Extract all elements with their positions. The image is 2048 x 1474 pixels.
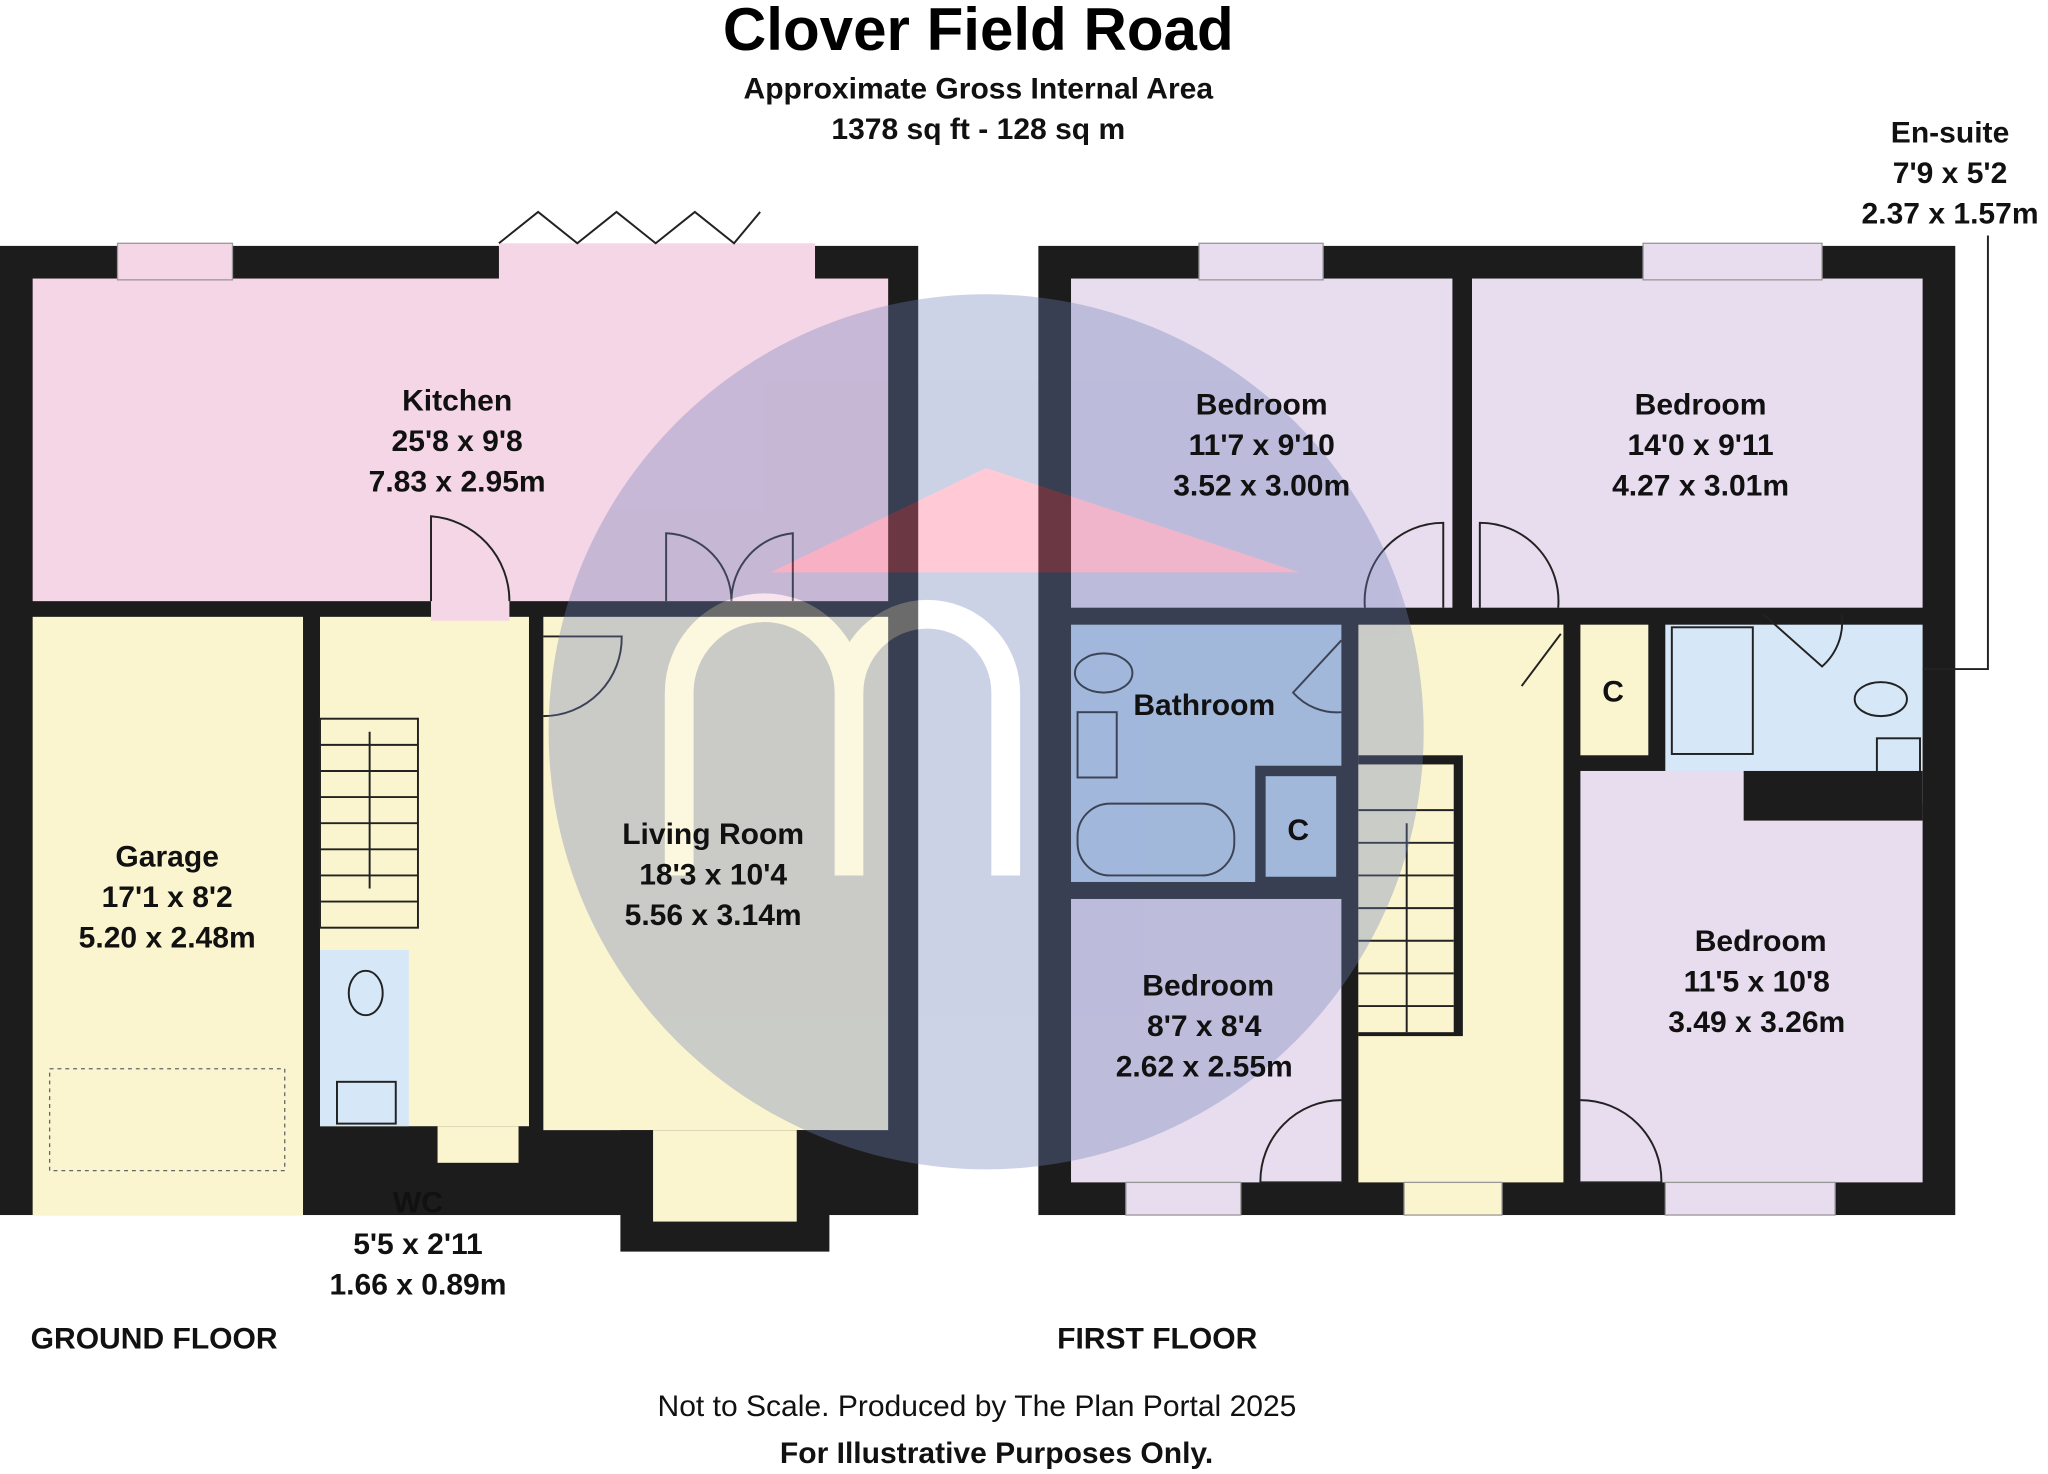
svg-text:En-suite: En-suite (1891, 117, 2009, 150)
toilet-icon (1073, 652, 1134, 694)
footer-note: Not to Scale. Produced by The Plan Porta… (658, 1390, 1297, 1423)
sink-icon (336, 1080, 397, 1125)
svg-text:Bedroom: Bedroom (1635, 388, 1767, 421)
garage-area (32, 616, 304, 1216)
svg-text:Bedroom: Bedroom (1196, 388, 1328, 421)
svg-text:18'3 x 10'4: 18'3 x 10'4 (639, 859, 787, 892)
svg-text:14'0 x 9'11: 14'0 x 9'11 (1627, 429, 1773, 462)
room-label-bedroom-4: Bedroom 11'5 x 10'8 3.49 x 3.26m (1668, 925, 1845, 1039)
hall-entrance (437, 1126, 519, 1163)
svg-text:3.52 x 3.00m: 3.52 x 3.00m (1173, 469, 1350, 502)
svg-text:25'8 x 9'8: 25'8 x 9'8 (392, 425, 523, 458)
svg-text:Garage: Garage (115, 840, 218, 873)
door-icon (430, 515, 511, 602)
room-label-garage: Garage 17'1 x 8'2 5.20 x 2.48m (79, 840, 256, 954)
ground-floor (0, 210, 919, 1252)
svg-text:4.27 x 3.01m: 4.27 x 3.01m (1612, 469, 1789, 502)
svg-text:2.62 x 2.55m: 2.62 x 2.55m (1116, 1051, 1293, 1084)
stairs-icon (1358, 755, 1463, 1037)
svg-text:2.37 x 1.57m: 2.37 x 1.57m (1862, 198, 2039, 231)
svg-text:11'5 x 10'8: 11'5 x 10'8 (1684, 966, 1830, 999)
shower-icon (1670, 626, 1754, 755)
svg-text:3.49 x 3.26m: 3.49 x 3.26m (1668, 1006, 1845, 1039)
bedroom-1-area (1071, 278, 1453, 608)
window (1198, 242, 1324, 281)
bifold-door (498, 243, 816, 280)
plan-title: Clover Field Road (723, 0, 1234, 63)
toilet-icon (347, 969, 384, 1017)
svg-text:11'7 x 9'10: 11'7 x 9'10 (1189, 429, 1335, 462)
svg-text:5.56 x 3.14m: 5.56 x 3.14m (625, 899, 802, 932)
svg-text:1.66 x 0.89m: 1.66 x 0.89m (329, 1269, 506, 1302)
double-door-icon (665, 532, 794, 602)
door-gap (431, 594, 510, 621)
svg-text:7'9 x 5'2: 7'9 x 5'2 (1893, 157, 2007, 190)
door-icon (1291, 633, 1562, 714)
area-value: 1378 sq ft - 128 sq m (831, 113, 1125, 146)
window (1403, 1181, 1503, 1216)
door-icon (1259, 1099, 1663, 1184)
room-label-wc: WC 5'5 x 2'11 1.66 x 0.89m (329, 1186, 506, 1301)
cupboard-label: C (1602, 676, 1624, 709)
svg-text:Bedroom: Bedroom (1142, 970, 1274, 1003)
svg-text:WC: WC (393, 1186, 443, 1219)
room-label-ensuite: En-suite 7'9 x 5'2 2.37 x 1.57m (1862, 117, 2039, 231)
svg-text:Living Room: Living Room (622, 818, 804, 851)
living-room-area (543, 616, 889, 1131)
room-label-bedroom-2: Bedroom 14'0 x 9'11 4.27 x 3.01m (1612, 388, 1789, 502)
room-label-bathroom: Bathroom (1133, 689, 1275, 722)
watermark-logo (548, 294, 1424, 1170)
ensuite-leader-line (1922, 235, 1989, 671)
room-label-kitchen: Kitchen 25'8 x 9'8 7.83 x 2.95m (369, 384, 546, 498)
ensuite-wall (1743, 770, 1923, 821)
first-floor-label: FIRST FLOOR (1057, 1322, 1258, 1355)
wc-area (320, 949, 409, 1127)
room-label-bedroom-3: Bedroom 8'7 x 8'4 2.62 x 2.55m (1116, 970, 1293, 1084)
room-label-bedroom-1: Bedroom 11'7 x 9'10 3.52 x 3.00m (1173, 388, 1350, 502)
svg-text:Bedroom: Bedroom (1695, 925, 1827, 958)
window (1125, 1181, 1242, 1216)
first-floor (1038, 235, 1989, 1216)
room-label-living-room: Living Room 18'3 x 10'4 5.56 x 3.14m (622, 818, 804, 932)
bedroom-4-area (1580, 770, 1923, 1183)
svg-text:8'7 x 8'4: 8'7 x 8'4 (1147, 1010, 1262, 1043)
bedroom-3-area (1071, 898, 1342, 1183)
bedroom-2-area (1472, 278, 1923, 608)
ground-floor-label: GROUND FLOOR (31, 1322, 278, 1355)
stairs-icon (319, 717, 419, 929)
sink-icon (1076, 711, 1118, 779)
svg-text:5'5 x 2'11: 5'5 x 2'11 (353, 1228, 483, 1261)
svg-text:Kitchen: Kitchen (402, 384, 512, 417)
window (1664, 1181, 1836, 1216)
bay-area (653, 1130, 797, 1222)
svg-text:7.83 x 2.95m: 7.83 x 2.95m (369, 465, 546, 498)
door-icon (1363, 521, 1560, 608)
area-subtitle: Approximate Gross Internal Area (744, 72, 1214, 105)
bathroom-cupboard (1255, 765, 1347, 888)
kitchen-area (32, 278, 889, 602)
bath-icon (1076, 802, 1236, 877)
door-icon (543, 635, 623, 718)
svg-text:5.20 x 2.48m: 5.20 x 2.48m (79, 921, 256, 954)
window (1642, 242, 1823, 281)
landing-cupboard (1580, 624, 1649, 756)
toilet-icon (1853, 681, 1908, 718)
svg-text:17'1 x 8'2: 17'1 x 8'2 (102, 881, 233, 914)
bifold-door-icon (498, 210, 761, 245)
garage-door-outline (48, 1068, 286, 1172)
door-icon (1762, 613, 1844, 668)
footer-disclaimer: For Illustrative Purposes Only. (780, 1437, 1213, 1470)
window (116, 242, 234, 281)
cupboard-label: C (1287, 814, 1309, 847)
